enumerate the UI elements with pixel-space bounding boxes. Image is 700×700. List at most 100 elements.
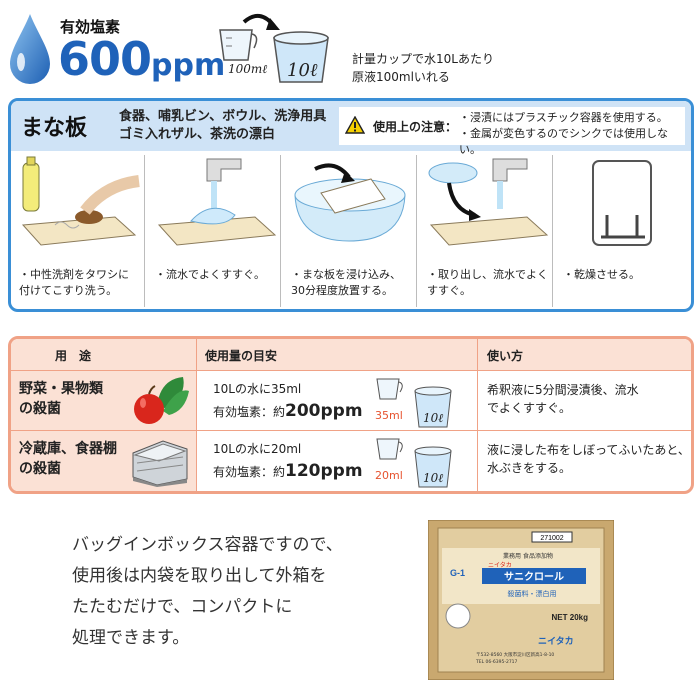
- dilution-line-1: 計量カップで水10Lあたり: [352, 52, 494, 66]
- chlorine-number: 600: [58, 32, 152, 86]
- warning-icon: [345, 116, 365, 134]
- row-1-label-line-2: の殺菌: [19, 401, 61, 417]
- caution-line-2: ・金属が変色するのでシンクでは使用しない。: [459, 127, 668, 156]
- water-drop-icon: [10, 14, 50, 84]
- row-1-cup-big: 10ℓ: [423, 411, 444, 425]
- row-2-method: 液に浸した布をしぼってふいたあと、 水ぶきをする。: [487, 441, 690, 477]
- table-row: 冷蔵庫、食器棚 の殺菌 10Lの水に20ml 有効塩素：約120ppm 20ml…: [11, 431, 691, 491]
- step-3-line-1: ・まな板を浸け込み、: [291, 268, 401, 281]
- soak-board-illustration: [294, 163, 406, 242]
- row-2-cup-small: 20ml: [375, 469, 403, 482]
- row-2-chlorine: 有効塩素：約120ppm: [213, 461, 363, 481]
- row-1-method-line-2: でよくすすぐ。: [487, 401, 572, 415]
- column-divider: [196, 339, 197, 491]
- row-1-chlorine: 有効塩素：約200ppm: [213, 401, 363, 421]
- caution-lines: ・浸漬にはプラスチック容器を使用する。 ・金属が変色するのでシンクでは使用しない…: [459, 110, 685, 158]
- product-maker: ニイタカ: [538, 635, 574, 647]
- board-items-line-2: ゴミ入れザル、茶洗の漂白: [119, 127, 276, 142]
- row-1-chlorine-prefix: 有効塩素：約: [213, 405, 286, 419]
- rinse-board-illustration: [157, 158, 277, 246]
- chlorine-unit: ppm: [151, 48, 226, 83]
- row-label: 野菜・果物類 の殺菌: [11, 371, 196, 430]
- row-1-amount: 10Lの水に35ml: [213, 382, 302, 396]
- measuring-cup-illustration: [219, 14, 329, 83]
- measuring-cup-icon: [376, 438, 452, 488]
- dilution-line-2: 原液100mlいれる: [352, 70, 450, 84]
- bag-in-box-note: バッグインボックス容器ですので、 使用後は内袋を取り出して外箱を たたむだけで、…: [72, 530, 343, 654]
- row-1-cup-small: 35ml: [375, 409, 403, 422]
- row-label: 冷蔵庫、食器棚 の殺菌: [11, 431, 196, 491]
- product-code: 271002: [540, 535, 563, 542]
- product-tel: TEL 06-6395-2717: [475, 659, 518, 665]
- note-line-3: たたむだけで、コンパクトに: [72, 597, 293, 617]
- row-1-chlorine-value: 200ppm: [285, 401, 363, 421]
- header-use: 用 途: [55, 349, 92, 363]
- step-5-text: ・乾燥させる。: [563, 267, 640, 283]
- board-header: まな板 食器、哺乳ビン、ボウル、洗浄用具 ゴミ入れザル、茶洗の漂白 使用上の注意…: [11, 101, 691, 156]
- step-1-text: ・中性洗剤をタワシに 付けてこすり洗う。: [19, 267, 129, 299]
- caution-box: 使用上の注意： ・浸漬にはプラスチック容器を使用する。 ・金属が変色するのでシン…: [339, 107, 685, 156]
- note-line-2: 使用後は内袋を取り出して外箱を: [72, 566, 327, 586]
- product-category: 業務用 食品添加物: [503, 552, 553, 560]
- row-2-label-line-2: の殺菌: [19, 461, 61, 477]
- dilution-note: 計量カップで水10Lあたり 原液100mlいれる: [352, 50, 494, 86]
- step-3-text: ・まな板を浸け込み、 30分程度放置する。: [291, 267, 401, 299]
- row-2-method-line-2: 水ぶきをする。: [487, 461, 572, 475]
- step-3: ・まな板を浸け込み、 30分程度放置する。: [283, 155, 417, 307]
- take-out-rinse-illustration: [428, 158, 549, 246]
- row-2-cup-big: 10ℓ: [423, 471, 444, 485]
- row-label-text: 冷蔵庫、食器棚 の殺菌: [19, 439, 117, 479]
- cup-big-amount: 10ℓ: [287, 60, 318, 81]
- usage-table: 用 途 使用量の目安 使い方 野菜・果物類 の殺菌 10Lの水に35ml 有効塩…: [8, 336, 694, 494]
- step-2-text: ・流水でよくすすぐ。: [155, 267, 265, 283]
- product-name: サニクロール: [504, 571, 564, 583]
- product-address: 〒532-8560 大阪市淀川区新高1-8-10: [476, 651, 554, 658]
- step-1-line-1: ・中性洗剤をタワシに: [19, 268, 129, 281]
- product-series: G-1: [450, 568, 465, 578]
- caution-line-1: ・浸漬にはプラスチック容器を使用する。: [459, 111, 668, 124]
- row-2-method-line-1: 液に浸した布をしぼってふいたあと、: [487, 443, 690, 457]
- step-2-line-1: ・流水でよくすすぐ。: [155, 268, 265, 281]
- caution-label: 使用上の注意：: [373, 120, 458, 134]
- product-brand-small: ニイタカ: [488, 561, 512, 569]
- header-method: 使い方: [487, 349, 524, 363]
- cutting-board-panel: まな板 食器、哺乳ビン、ボウル、洗浄用具 ゴミ入れザル、茶洗の漂白 使用上の注意…: [8, 98, 694, 312]
- row-label-text: 野菜・果物類 の殺菌: [19, 379, 103, 419]
- note-line-1: バッグインボックス容器ですので、: [72, 535, 343, 555]
- step-5: ・乾燥させる。: [555, 155, 689, 307]
- header-amount: 使用量の目安: [205, 349, 278, 363]
- dry-board-illustration: [592, 160, 652, 246]
- cup-small-amount: 100mℓ: [228, 62, 268, 76]
- note-line-4: 処理できます。: [72, 628, 190, 648]
- step-4: ・取り出し、流水でよく すすぐ。: [419, 155, 553, 307]
- step-1-line-2: 付けてこすり洗う。: [19, 284, 118, 297]
- measuring-cup-icon: [376, 378, 452, 428]
- step-3-line-2: 30分程度放置する。: [291, 284, 393, 297]
- step-4-line-2: すすぐ。: [427, 284, 471, 297]
- row-1-method-line-1: 希釈液に5分間浸漬後、流水: [487, 383, 639, 397]
- vegetables-fruit-illustration: [134, 377, 189, 424]
- product-box-image: 271002 業務用 食品添加物 G-1 ニイタカ サニクロール 殺菌料・漂白用…: [428, 520, 614, 680]
- row-2-label-line-1: 冷蔵庫、食器棚: [19, 441, 117, 457]
- step-4-line-1: ・取り出し、流水でよく: [427, 268, 548, 281]
- row-2-amount: 10Lの水に20ml: [213, 442, 302, 456]
- product-type: 殺菌料・漂白用: [508, 589, 557, 598]
- step-5-line-1: ・乾燥させる。: [563, 268, 640, 281]
- row-1-method: 希釈液に5分間浸漬後、流水 でよくすすぐ。: [487, 381, 639, 417]
- board-title: まな板: [21, 116, 88, 141]
- chlorine-label: 有効塩素: [60, 18, 121, 36]
- step-4-text: ・取り出し、流水でよく すすぐ。: [427, 267, 548, 299]
- product-net: NET 20kg: [552, 613, 589, 622]
- board-items-line-1: 食器、哺乳ビン、ボウル、洗浄用具: [119, 109, 327, 124]
- step-1: ・中性洗剤をタワシに 付けてこすり洗う。: [11, 155, 145, 307]
- display-fridge-illustration: [132, 440, 188, 487]
- column-divider: [477, 339, 478, 491]
- scrub-board-illustration: [21, 156, 140, 246]
- table-row: 野菜・果物類 の殺菌 10Lの水に35ml 有効塩素：約200ppm 35ml …: [11, 371, 691, 431]
- chlorine-value: 600ppm: [58, 34, 225, 91]
- step-2: ・流水でよくすすぐ。: [147, 155, 281, 307]
- row-1-label-line-1: 野菜・果物類: [19, 381, 103, 397]
- row-2-chlorine-value: 120ppm: [285, 461, 363, 481]
- row-2-chlorine-prefix: 有効塩素：約: [213, 465, 286, 479]
- board-items: 食器、哺乳ビン、ボウル、洗浄用具 ゴミ入れザル、茶洗の漂白: [119, 108, 326, 144]
